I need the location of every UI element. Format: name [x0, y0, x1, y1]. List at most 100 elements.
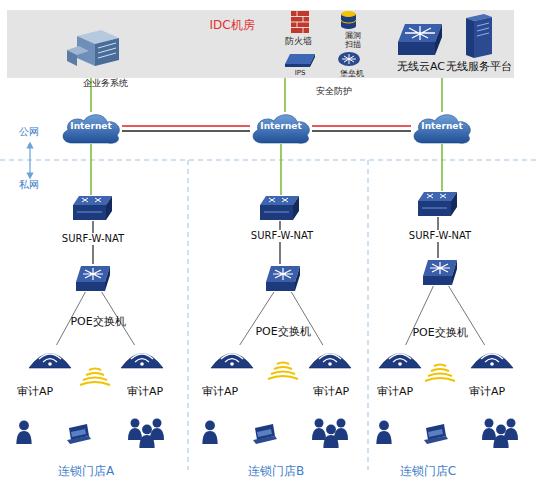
poe-switch: POE交换机	[265, 264, 301, 292]
box-top	[73, 196, 112, 205]
node-text: 堡垒机	[340, 69, 364, 78]
ap-dot	[328, 362, 332, 366]
box-side	[435, 24, 442, 55]
user-icons	[504, 419, 518, 441]
cloud-shape	[414, 115, 470, 143]
node-text: POE交换机	[412, 327, 467, 340]
wifi-signal	[277, 363, 289, 365]
router-arrows	[427, 194, 446, 198]
internet-cloud: Internet	[411, 112, 473, 144]
zone-label: 私网	[19, 179, 39, 191]
server-node: 企业务系统	[67, 28, 121, 68]
box-side	[293, 196, 299, 220]
node-icon	[340, 10, 357, 30]
wifi-signal	[89, 369, 101, 371]
wifi-signal	[434, 365, 446, 367]
link-line-secondary	[312, 130, 411, 131]
audit-ap: 审计AP	[378, 345, 422, 369]
node-text: SURF-W-NAT	[249, 230, 315, 242]
box-top	[266, 266, 300, 282]
box-front	[266, 282, 295, 291]
zone-label: 公网	[19, 126, 39, 138]
network-link	[312, 125, 411, 127]
node-icon	[120, 345, 164, 369]
wifi-signal	[271, 372, 295, 375]
user-icons	[16, 419, 518, 449]
ap-dot	[230, 362, 234, 366]
node-icon	[470, 345, 514, 369]
tower-front	[474, 17, 492, 58]
node-icon	[466, 14, 492, 58]
node-icon	[210, 345, 254, 369]
ap-signal	[221, 354, 243, 362]
ap-dot	[140, 362, 144, 366]
node-text: 企业务系统	[83, 78, 128, 88]
node-text: 审计AP	[202, 386, 238, 399]
switch-arrows	[430, 262, 450, 274]
box-side	[295, 266, 300, 291]
ac-arrows	[405, 26, 435, 40]
scanner-node: 漏洞扫描	[340, 10, 357, 30]
bastion-arrows	[342, 54, 356, 64]
bastion-body	[338, 52, 360, 66]
node-text: 审计AP	[313, 386, 349, 399]
ap-signal	[131, 354, 153, 362]
node-icon	[308, 345, 352, 369]
poe-switch: POE交换机	[422, 258, 458, 286]
user-icons	[253, 424, 277, 444]
box-side	[105, 266, 110, 291]
audit-ap: 审计AP	[120, 345, 164, 369]
idc-band: IDC机房企业务系统防火墙漏洞扫描IPS堡垒机无线云AC无线服务平台	[7, 10, 514, 78]
box-front	[423, 276, 452, 285]
box-side	[452, 260, 457, 285]
node-text: 无线云AC	[397, 61, 445, 74]
tower-side	[466, 18, 474, 58]
box-top	[398, 24, 442, 42]
wireless-ac-node: 无线云AC	[397, 22, 443, 56]
network-boundary	[0, 160, 539, 161]
ips-side	[310, 54, 315, 67]
node-icon	[73, 195, 113, 221]
router-stripe	[77, 212, 102, 213]
router-arrows	[82, 198, 101, 202]
link-line-secondary	[122, 130, 250, 131]
box-side	[451, 192, 457, 216]
router-stripe	[422, 208, 447, 209]
nat-router: SURF-W-NAT	[418, 191, 458, 217]
node-icon	[422, 258, 458, 286]
node-text: SURF-W-NAT	[60, 233, 126, 245]
box-top	[260, 196, 299, 205]
node-text: Internet	[70, 121, 111, 131]
node-text: 漏洞扫描	[344, 31, 362, 49]
switch-arrows	[273, 268, 293, 280]
nat-router: SURF-W-NAT	[260, 195, 300, 221]
boundary-arrow	[29, 145, 30, 176]
wifi-signal	[83, 378, 107, 381]
audit-ap: 审计AP	[28, 345, 72, 369]
node-text: 无线服务平台	[446, 61, 512, 74]
network-link	[90, 144, 92, 195]
box-top	[418, 192, 457, 201]
box-front	[418, 201, 451, 216]
user-icons	[424, 424, 448, 444]
firewall-bricks	[291, 11, 309, 33]
node-text: SURF-W-NAT	[407, 230, 473, 242]
node-text: Internet	[260, 121, 301, 131]
wifi-signal	[428, 374, 452, 377]
ap-signal	[39, 354, 61, 362]
node-text: 审计AP	[469, 386, 505, 399]
network-link	[441, 144, 443, 191]
ap-signal	[481, 354, 503, 362]
ips-node: IPS	[285, 54, 315, 67]
node-icon	[75, 264, 111, 292]
user-icons	[128, 419, 142, 441]
ap-dome	[309, 354, 351, 369]
ips-top	[285, 54, 315, 64]
node-text: 防火墙	[285, 36, 312, 46]
node-text: POE交换机	[70, 316, 125, 329]
ap-dot	[398, 362, 402, 366]
platform-node: 无线服务平台	[466, 14, 492, 58]
